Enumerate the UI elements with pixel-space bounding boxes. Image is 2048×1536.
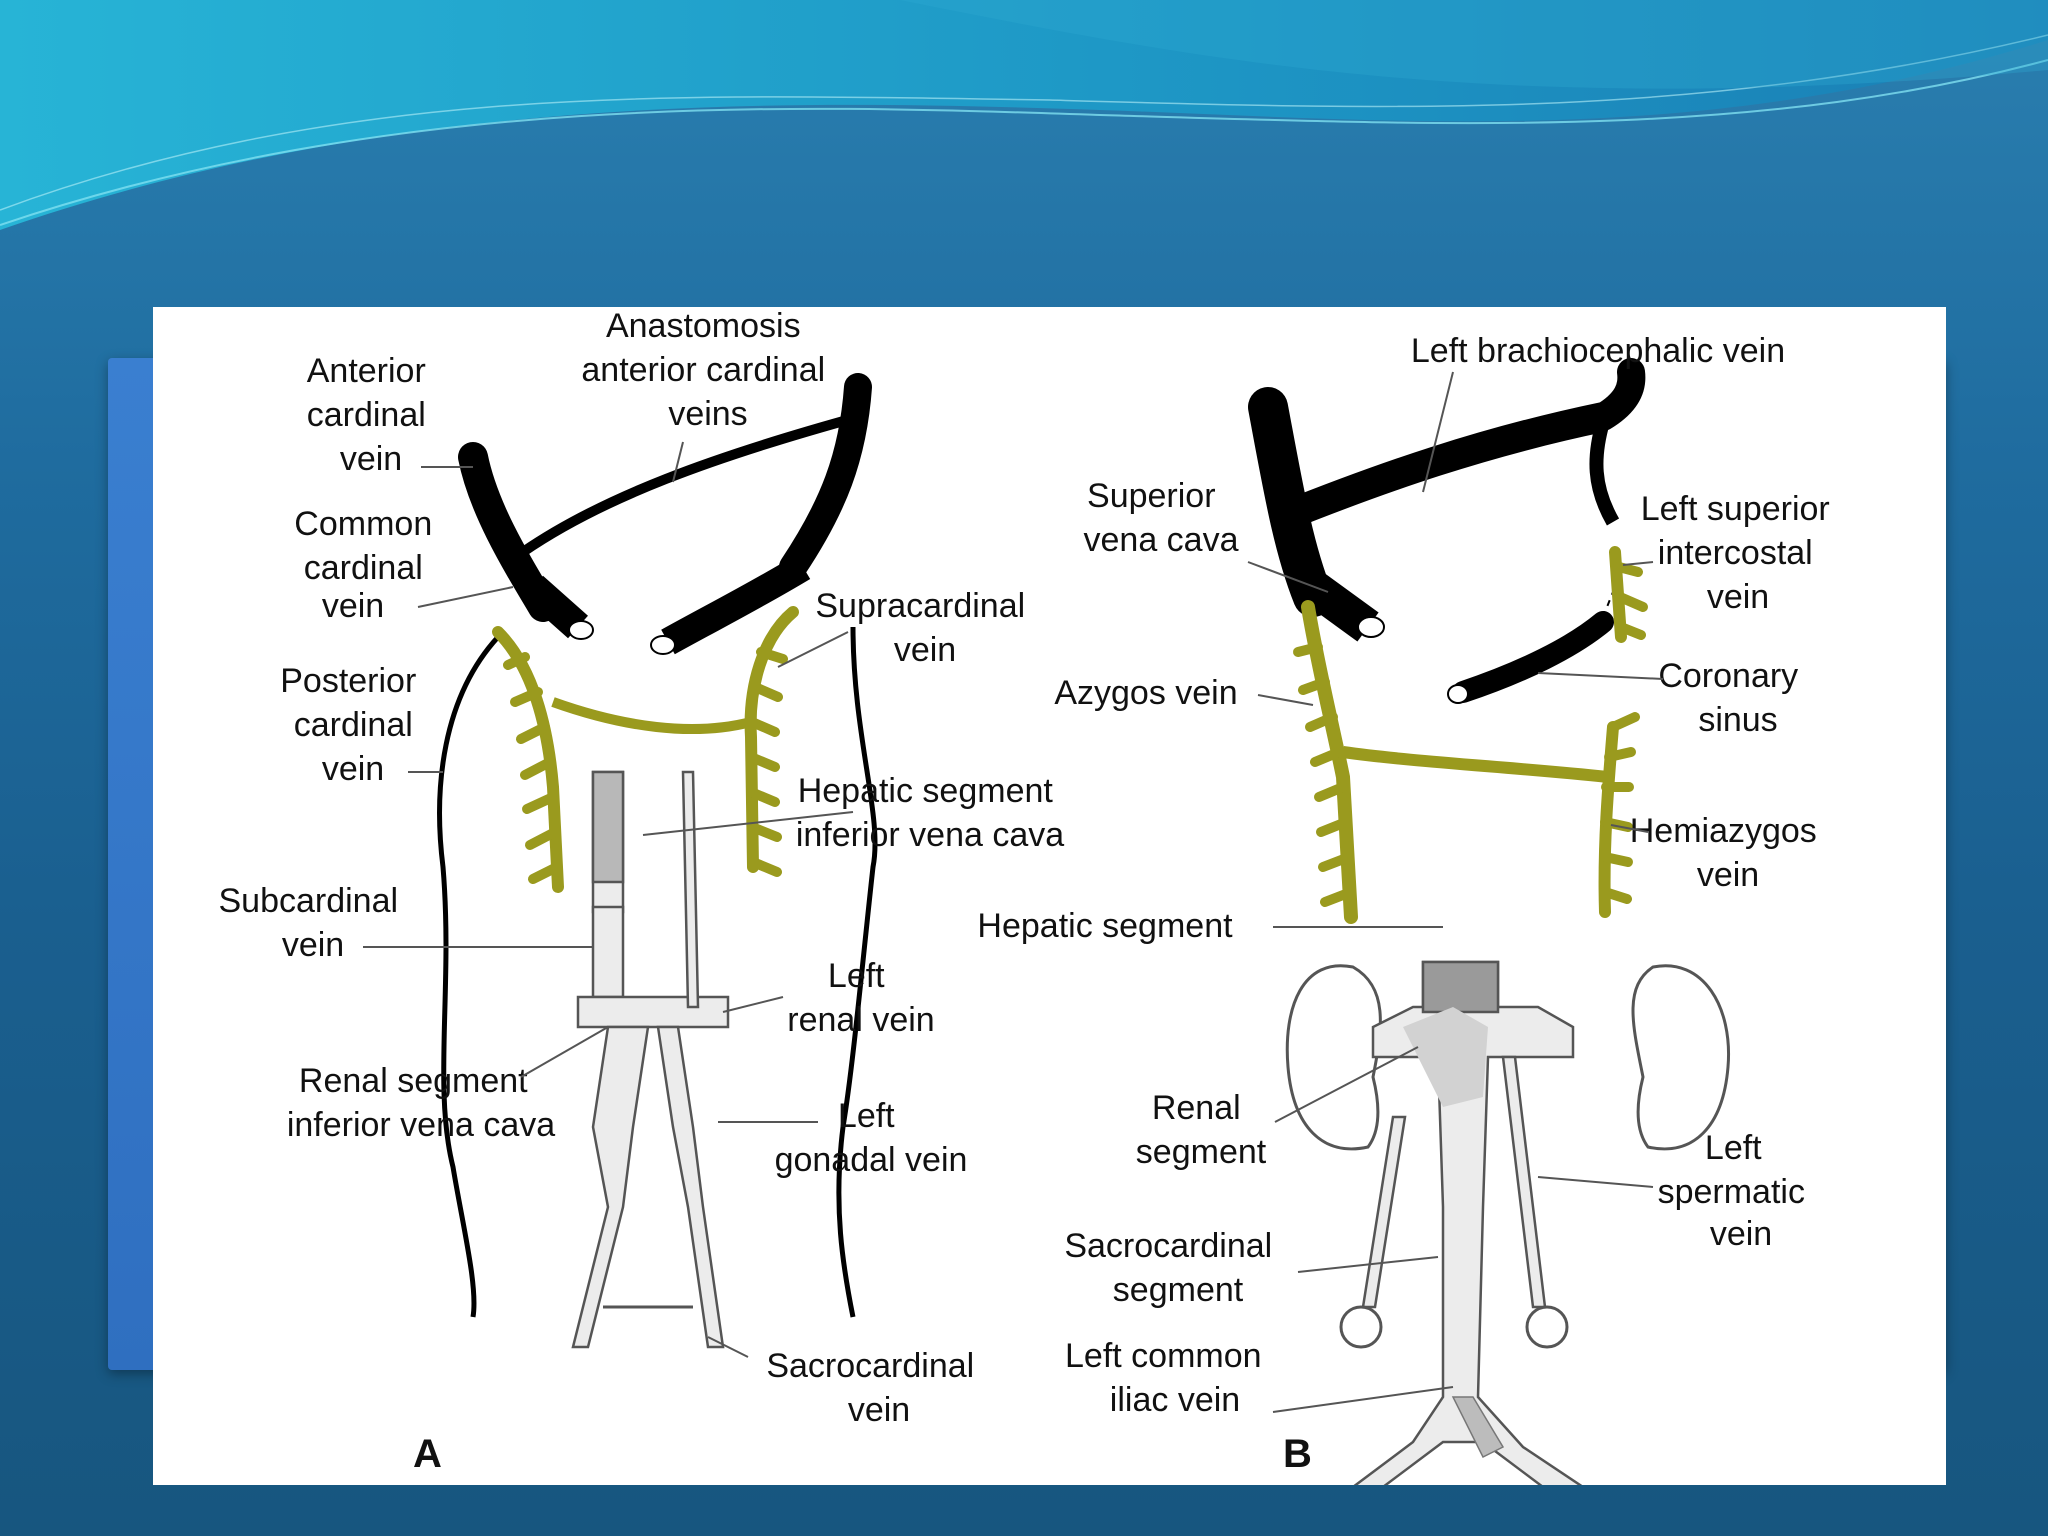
label-hepatic-segment: Hepatic segment (977, 907, 1233, 945)
a-left-anterior-cardinal-vein (779, 373, 872, 581)
panel-a-drawing: A (413, 373, 878, 1476)
a-right-supracardinal-vein (492, 626, 564, 893)
panel-b-drawing: B (1248, 358, 1731, 1485)
b-left-kidney (1631, 964, 1731, 1151)
label-renal-segment: Renal segment (1136, 1089, 1267, 1171)
label-sacrocardinal-vein: Sacrocardinal vein (766, 1347, 983, 1429)
label-supracardinal-vein: Supracardinal vein (815, 587, 1034, 669)
label-posterior-cardinal-vein: Posterior cardinal vein (280, 662, 426, 788)
a-supracardinal-anastomosis (551, 697, 753, 735)
label-common-cardinal-vein: Common cardinal vein (294, 505, 441, 625)
b-right-intercostal-branches (1293, 642, 1356, 907)
venous-development-figure: A Anastomosis anterior cardinal veins An… (153, 307, 1946, 1485)
a-hepatic-segment-shade (591, 770, 625, 884)
label-superior-vena-cava: Superior vena cava (1084, 477, 1239, 559)
label-left-renal-vein: Left renal vein (787, 957, 934, 1039)
a-right-common-cardinal-vein (523, 575, 588, 639)
b-right-kidney (1285, 964, 1382, 1151)
a-left-intercostal-branches (746, 647, 788, 877)
label-coronary-sinus: Coronary sinus (1658, 657, 1807, 739)
label-left-brachiocephalic-vein: Left brachiocephalic vein (1411, 332, 1785, 370)
label-anastomosis: Anastomosis anterior cardinal veins (581, 307, 834, 433)
b-left-testis-loop (1525, 1305, 1569, 1349)
b-left-intercostal-branches (1600, 562, 1648, 904)
label-left-spermatic-vein: Left spermatic vein (1658, 1129, 1815, 1253)
a-right-intercostal-branches (503, 652, 562, 884)
b-left-superior-intercostal-black (1589, 420, 1620, 526)
label-left-common-iliac-vein: Left common iliac vein (1065, 1337, 1271, 1419)
panel-a-labels: Anastomosis anterior cardinal veins Ante… (218, 307, 1064, 1429)
label-sacrocardinal-segment: Sacrocardinal segment (1064, 1227, 1281, 1309)
label-left-superior-intercostal-vein: Left superior intercostal vein (1641, 490, 1839, 616)
label-hepatic-segment-ivc: Hepatic segment inferior vena cava (796, 772, 1064, 854)
b-left-brachiocephalic-vein (1277, 402, 1607, 531)
panel-b-letter: B (1283, 1432, 1312, 1476)
b-left-jugular-stub (1589, 358, 1646, 431)
label-azygos-vein: Azygos vein (1054, 674, 1237, 712)
panel-b-labels: Left brachiocephalic vein Superior vena … (977, 332, 1839, 1419)
b-hepatic-segment-shade (1421, 960, 1500, 1014)
label-renal-segment-ivc: Renal segment inferior vena cava (287, 1062, 555, 1144)
label-anterior-cardinal-vein: Anterior cardinal vein (307, 352, 436, 478)
b-azygos-hemiazygos-connection (1342, 746, 1609, 783)
panel-a-letter: A (413, 1432, 442, 1476)
header-wave-decoration (0, 0, 2048, 230)
label-left-gonadal-vein: Left gonadal vein (775, 1097, 968, 1179)
b-superior-vena-cava (1302, 572, 1379, 642)
a-left-common-cardinal-vein (661, 554, 811, 655)
a-right-posterior-cardinal-vein (437, 635, 500, 1318)
vein-diagram-svg: A Anastomosis anterior cardinal veins An… (218, 307, 1839, 1485)
b-right-testis-loop (1339, 1305, 1383, 1349)
a-right-anterior-cardinal-vein (458, 442, 558, 622)
label-hemiazygos-vein: Hemiazygos vein (1630, 812, 1827, 894)
b-coronary-sinus (1452, 611, 1614, 703)
a-left-posterior-cardinal-vein (836, 626, 878, 1318)
a-anastomosis-vein (520, 412, 860, 557)
b-azygos-vein (1301, 600, 1358, 924)
label-subcardinal-vein: Subcardinal vein (218, 882, 407, 964)
a-left-supracardinal-vein (744, 606, 799, 873)
